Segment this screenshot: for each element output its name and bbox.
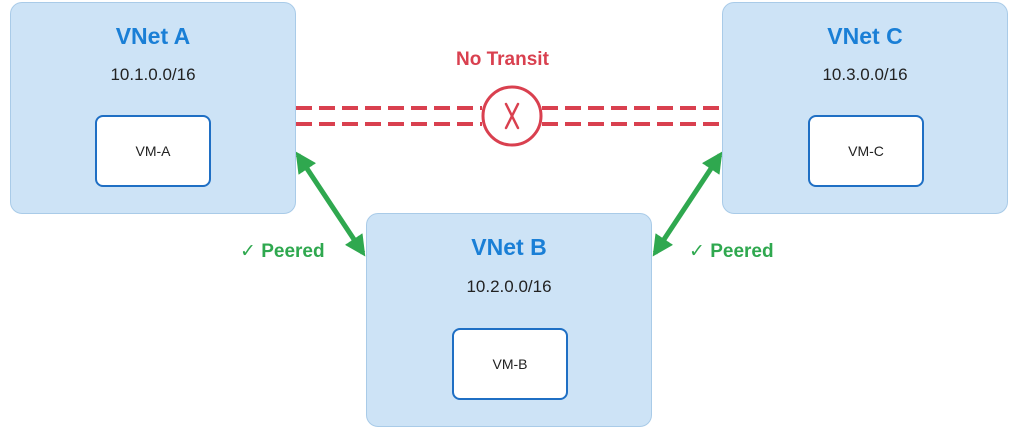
vnet-b-cidr: 10.2.0.0/16 <box>466 277 552 296</box>
peering-arrow-a-b <box>295 151 366 257</box>
vnet-c-title: VNet C <box>827 23 903 49</box>
no-transit-link <box>296 85 722 147</box>
peering-arrow-b-c <box>652 151 723 257</box>
vm-b-box: VM-B <box>452 328 568 400</box>
blocked-icon <box>481 85 543 147</box>
vnet-a-title: VNet A <box>115 23 191 49</box>
peered-label-a-b: ✓ Peered <box>240 241 325 262</box>
vnet-c-box: VNet C 10.3.0.0/16 VM-C <box>722 2 1008 214</box>
vnet-c-cidr: 10.3.0.0/16 <box>822 65 908 84</box>
vm-c-box: VM-C <box>808 115 924 187</box>
vnet-b-title: VNet B <box>471 234 547 260</box>
vnet-b-box: VNet B 10.2.0.0/16 VM-B <box>366 213 652 427</box>
peered-label-b-c: ✓ Peered <box>689 241 774 262</box>
no-transit-label: No Transit <box>456 49 549 70</box>
vnet-a-cidr: 10.1.0.0/16 <box>110 65 196 84</box>
vm-a-box: VM-A <box>95 115 211 187</box>
vnet-a-box: VNet A 10.1.0.0/16 VM-A <box>10 2 296 214</box>
